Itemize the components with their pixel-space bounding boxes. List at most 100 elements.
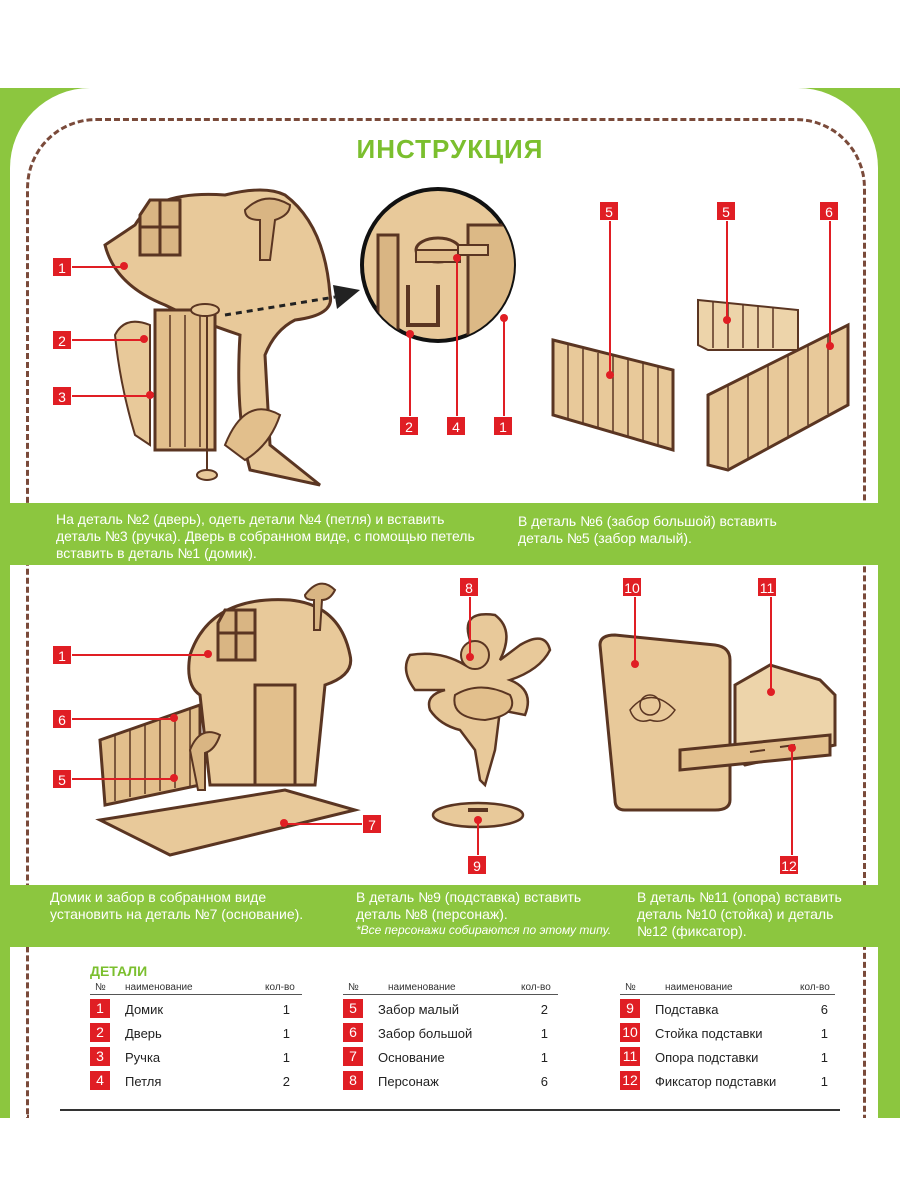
instruction-band-2 bbox=[0, 885, 900, 947]
leader-5c bbox=[72, 778, 172, 780]
marker-part-5-back: 5 bbox=[716, 201, 736, 221]
part-quantity: 1 bbox=[820, 1050, 828, 1065]
marker-part-2: 2 bbox=[52, 330, 72, 350]
leader-dot-5c bbox=[170, 774, 178, 782]
part-quantity: 6 bbox=[820, 1002, 828, 1017]
marker-part-11: 11 bbox=[757, 577, 777, 597]
part-quantity: 1 bbox=[820, 1074, 828, 1089]
leader-dot-1a bbox=[120, 262, 128, 270]
leader-dot-6c bbox=[170, 714, 178, 722]
part-quantity: 1 bbox=[540, 1026, 548, 1041]
leader-1b bbox=[503, 318, 505, 418]
parts-table-header: № наименование кол-во bbox=[90, 981, 302, 995]
leader-3a bbox=[72, 395, 148, 397]
part-name: Стойка подставки bbox=[655, 1026, 763, 1041]
part-number-badge: 8 bbox=[343, 1071, 363, 1090]
parts-table-header: № наименование кол-во bbox=[343, 981, 558, 995]
part-number-badge: 12 bbox=[620, 1071, 640, 1090]
step3-text: Домик и забор в собранном виде установит… bbox=[50, 889, 304, 922]
marker-part-12: 12 bbox=[779, 855, 799, 875]
leader-dot-1c bbox=[204, 650, 212, 658]
part-quantity: 1 bbox=[820, 1026, 828, 1041]
leader-dot-6a bbox=[826, 342, 834, 350]
bottom-rule bbox=[60, 1109, 840, 1111]
assembled-house-illustration bbox=[95, 582, 361, 857]
fence-illustration bbox=[551, 298, 850, 472]
part-number-badge: 3 bbox=[90, 1047, 110, 1066]
part-number-badge: 4 bbox=[90, 1071, 110, 1090]
hinge-detail-zoom bbox=[360, 187, 516, 343]
part-quantity: 1 bbox=[282, 1026, 290, 1041]
leader-dot-11 bbox=[767, 688, 775, 696]
col-name: наименование bbox=[388, 982, 456, 993]
marker-part-3: 3 bbox=[52, 386, 72, 406]
leader-2a bbox=[72, 339, 142, 341]
part-name: Ручка bbox=[125, 1050, 161, 1065]
fairy-character-illustration bbox=[404, 613, 552, 829]
part-quantity: 2 bbox=[540, 1002, 548, 1017]
part-number-badge: 11 bbox=[620, 1047, 640, 1066]
leader-dot-7c bbox=[280, 819, 288, 827]
leader-dot-12 bbox=[788, 744, 796, 752]
leader-dot-1b bbox=[500, 314, 508, 322]
part-number-badge: 6 bbox=[343, 1023, 363, 1042]
step5-text: В деталь №11 (опора) вставить деталь №10… bbox=[637, 889, 842, 939]
leader-9 bbox=[477, 820, 479, 856]
part-number-badge: 5 bbox=[343, 999, 363, 1018]
part-quantity: 1 bbox=[540, 1050, 548, 1065]
leader-10 bbox=[634, 596, 636, 666]
col-qty: кол-во bbox=[521, 982, 551, 993]
dashed-border bbox=[26, 118, 866, 1118]
leader-6a bbox=[829, 220, 831, 346]
part-name: Домик bbox=[125, 1002, 164, 1017]
leader-1c bbox=[72, 654, 207, 656]
step2-text: В деталь №6 (забор большой) вставить дет… bbox=[518, 513, 777, 546]
leader-dot-2a bbox=[140, 335, 148, 343]
leader-dot-4b bbox=[453, 254, 461, 262]
leader-1a bbox=[72, 266, 122, 268]
step4-note: *Все персонажи собираются по этому типу. bbox=[356, 923, 612, 937]
part-number-badge: 7 bbox=[343, 1047, 363, 1066]
leader-dot-5b bbox=[723, 316, 731, 324]
leader-dot-9 bbox=[474, 816, 482, 824]
leader-4b bbox=[456, 258, 458, 418]
table-row: 11 Опора подставки 1 bbox=[620, 1043, 835, 1067]
leader-dot-8 bbox=[466, 653, 474, 661]
marker-part-5-assembled: 5 bbox=[52, 769, 72, 789]
marker-part-6: 6 bbox=[819, 201, 839, 221]
part-number-badge: 2 bbox=[90, 1023, 110, 1042]
marker-part-10: 10 bbox=[622, 577, 642, 597]
part-name: Подставка bbox=[655, 1002, 719, 1017]
marker-part-2-zoom: 2 bbox=[399, 416, 419, 436]
col-qty: кол-во bbox=[265, 982, 295, 993]
marker-part-4: 4 bbox=[446, 416, 466, 436]
marker-part-7: 7 bbox=[362, 814, 382, 834]
part-name: Персонаж bbox=[378, 1074, 439, 1089]
marker-part-8: 8 bbox=[459, 577, 479, 597]
marker-part-9: 9 bbox=[467, 855, 487, 875]
part-number-badge: 1 bbox=[90, 999, 110, 1018]
col-no: № bbox=[625, 982, 636, 993]
step1-text: На деталь №2 (дверь), одеть детали №4 (п… bbox=[56, 511, 475, 561]
col-name: наименование bbox=[125, 982, 193, 993]
zoom-arrow bbox=[224, 285, 360, 317]
marker-part-1: 1 bbox=[52, 257, 72, 277]
part-quantity: 2 bbox=[282, 1074, 290, 1089]
col-no: № bbox=[348, 982, 359, 993]
part-name: Опора подставки bbox=[655, 1050, 759, 1065]
house-door-illustration bbox=[103, 188, 333, 487]
col-no: № bbox=[95, 982, 106, 993]
page-title: ИНСТРУКЦИЯ bbox=[356, 134, 544, 164]
part-quantity: 1 bbox=[282, 1050, 290, 1065]
step4-text: В деталь №9 (подставка) вставить деталь … bbox=[356, 889, 582, 922]
